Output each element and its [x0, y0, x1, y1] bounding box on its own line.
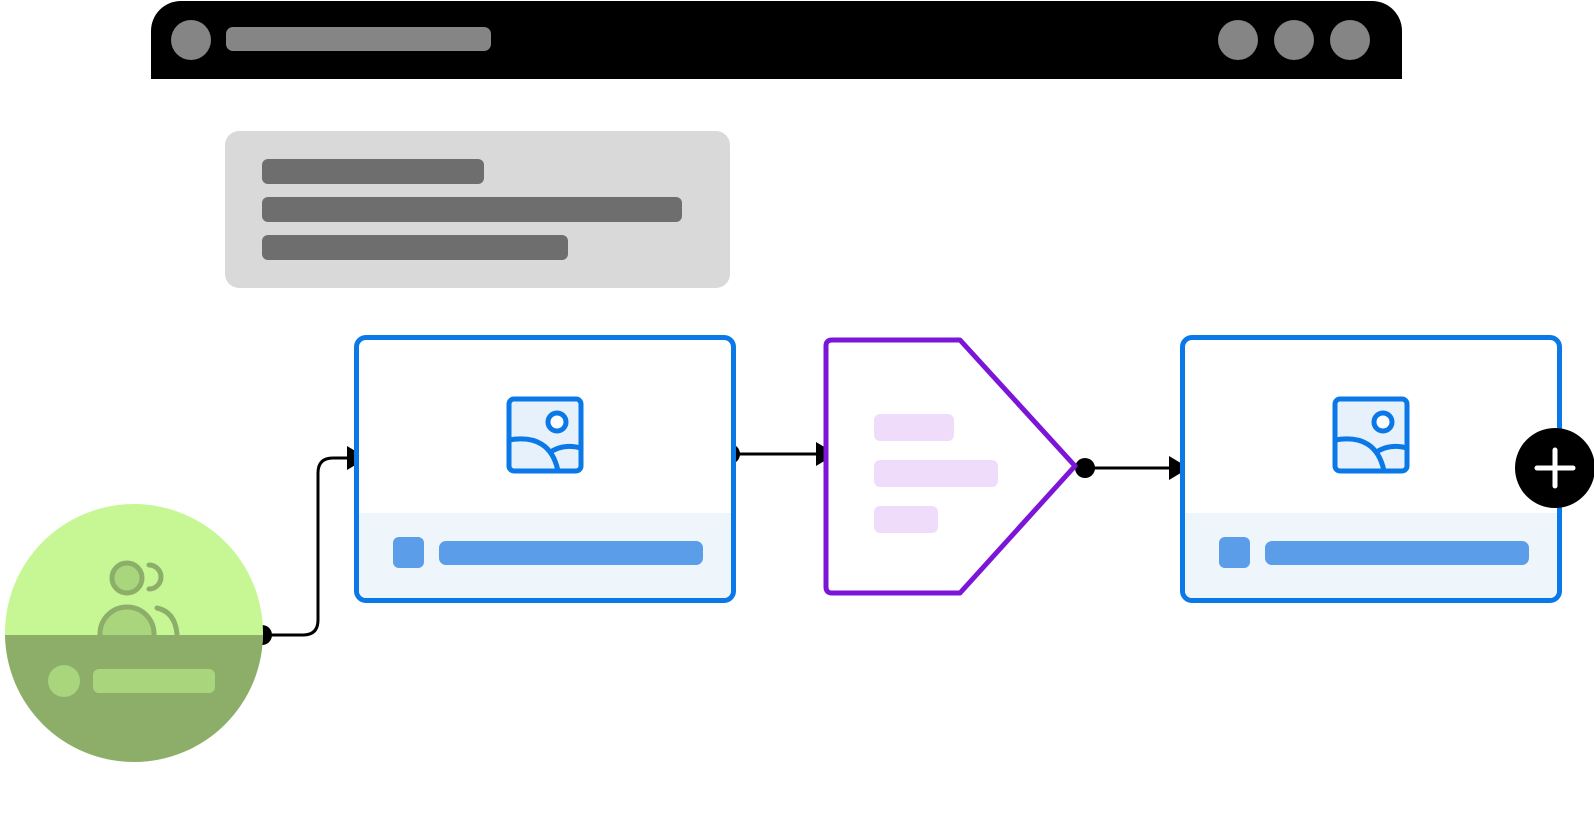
decision-line: [874, 460, 998, 487]
decision-line: [874, 414, 954, 441]
window-control-close[interactable]: [1330, 20, 1370, 60]
image-icon: [506, 396, 584, 474]
info-line: [262, 235, 568, 260]
window-menu-button[interactable]: [171, 20, 211, 60]
window-control-minimize[interactable]: [1218, 20, 1258, 60]
connector-trigger-step-1: [262, 456, 348, 637]
trigger-node[interactable]: [5, 504, 263, 762]
trigger-footer: [5, 635, 263, 762]
info-line: [262, 197, 682, 222]
window-title-placeholder: [226, 27, 491, 51]
image-icon: [1332, 396, 1410, 474]
trigger-label-placeholder: [93, 669, 215, 693]
step-type-chip: [1219, 537, 1250, 568]
step-node-2[interactable]: [1180, 335, 1562, 603]
add-step-button[interactable]: [1515, 428, 1594, 508]
window-titlebar: [151, 1, 1402, 79]
step-footer: [359, 513, 731, 598]
users-icon: [97, 560, 180, 640]
trigger-type-chip: [48, 665, 80, 697]
decision-line: [874, 506, 938, 533]
plus-icon: [1534, 447, 1576, 489]
step-label-placeholder: [439, 541, 703, 565]
window-control-maximize[interactable]: [1274, 20, 1314, 60]
step-type-chip: [393, 537, 424, 568]
step-label-placeholder: [1265, 541, 1529, 565]
info-card: [225, 131, 730, 288]
step-node-1[interactable]: [354, 335, 736, 603]
step-footer: [1185, 513, 1557, 598]
info-line: [262, 159, 484, 184]
